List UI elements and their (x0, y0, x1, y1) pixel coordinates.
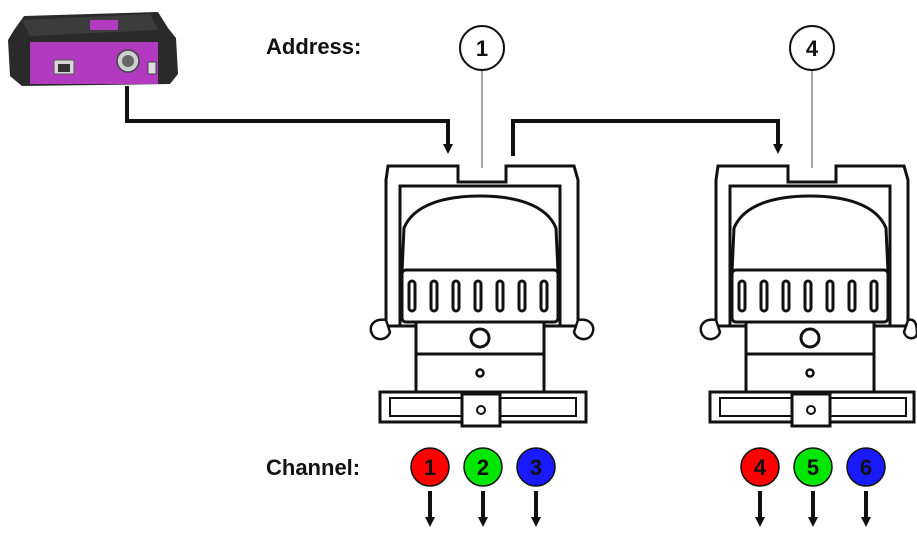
channel-number: 6 (860, 455, 872, 480)
dmx-controller-icon (8, 12, 178, 86)
channel-circle (410, 447, 450, 487)
channel-number: 2 (477, 455, 489, 480)
fixture-1-address: 1 (476, 36, 488, 61)
channel-circle (846, 447, 886, 487)
channel-circle (463, 447, 503, 487)
channel-circle (740, 447, 780, 487)
par-light-fixture (369, 164, 595, 428)
fixture-2-address: 4 (806, 36, 819, 61)
dmx-cable-1 (125, 86, 453, 154)
channel-number: 1 (424, 455, 436, 480)
address-label: Address: (266, 34, 362, 59)
channel-label: Channel: (266, 455, 361, 480)
channel-circle (516, 447, 556, 487)
channel-number: 5 (807, 455, 819, 480)
par-light-fixture (699, 164, 917, 428)
channel-number: 4 (754, 455, 767, 480)
dmx-cable-2 (511, 119, 783, 156)
channel-circle (793, 447, 833, 487)
channel-number: 3 (530, 455, 542, 480)
